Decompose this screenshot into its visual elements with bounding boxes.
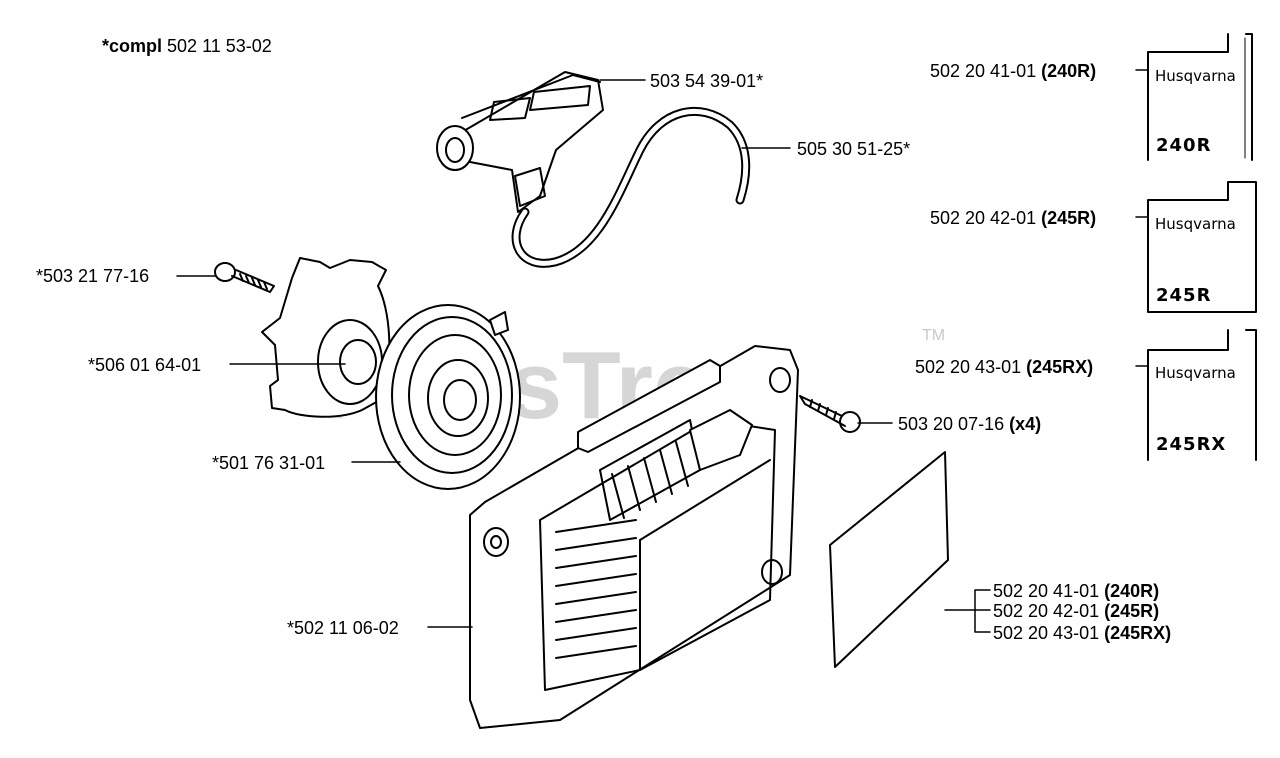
decal-badge-3: 245RX (1156, 434, 1227, 455)
filter-model-2: (245R) (1104, 601, 1160, 621)
decal-brand-3: Husqvarna (1155, 364, 1236, 382)
decal-part-1: 502 20 41-01 (930, 61, 1037, 81)
compl-label: *compl 502 11 53-02 (102, 36, 272, 56)
filter-part-2: 502 20 42-01 (993, 601, 1100, 621)
decal-model-2: (245R) (1041, 208, 1097, 228)
compl-number: 502 11 53-02 (167, 36, 272, 56)
bolt-number: 503 20 07-16 (898, 414, 1005, 434)
callout-bolt: 503 20 07-16 (x4) (898, 414, 1041, 434)
housing-bolt (799, 395, 861, 433)
screw-part (214, 262, 275, 293)
filter-model-3: (245RX) (1104, 623, 1172, 643)
pulley-part (261, 257, 391, 418)
starter-housing (469, 345, 799, 729)
decal-brand-1: Husqvarna (1155, 67, 1236, 85)
filter-part-3: 502 20 43-01 (993, 623, 1100, 643)
callout-spring: *501 76 31-01 (212, 453, 326, 473)
filter-part-1: 502 20 41-01 (993, 581, 1100, 601)
bolt-qty: (x4) (1009, 414, 1042, 434)
decal-part-2: 502 20 42-01 (930, 208, 1037, 228)
filter-sheet (829, 451, 949, 668)
decal-model-3: (245RX) (1026, 357, 1094, 377)
decal-brand-2: Husqvarna (1155, 215, 1236, 233)
callout-housing: *502 11 06-02 (287, 618, 399, 638)
decal-card-245r (1147, 181, 1257, 313)
callout-handle: 503 54 39-01* (650, 71, 764, 91)
watermark-tm: TM (922, 327, 945, 344)
callout-pulley: *506 01 64-01 (88, 355, 202, 375)
compl-prefix: *compl (102, 36, 163, 56)
callout-rope: 505 30 51-25* (797, 139, 911, 159)
decal-badge-1: 240R (1156, 135, 1212, 156)
decal-label-3: 502 20 43-01 (245RX) (915, 357, 1093, 377)
filter-label-2: 502 20 42-01 (245R) (993, 601, 1159, 621)
callout-screw: *503 21 77-16 (36, 266, 150, 286)
decal-model-1: (240R) (1041, 61, 1097, 81)
starter-handle (436, 71, 604, 213)
decal-card-240r (1147, 33, 1253, 161)
decal-label-1: 502 20 41-01 (240R) (930, 61, 1096, 81)
filter-model-1: (240R) (1104, 581, 1160, 601)
decal-label-2: 502 20 42-01 (245R) (930, 208, 1096, 228)
filter-label-1: 502 20 41-01 (240R) (993, 581, 1159, 601)
spring-cassette (375, 304, 521, 490)
decal-card-245rx (1147, 329, 1257, 461)
decal-badge-2: 245R (1156, 285, 1212, 306)
decal-part-3: 502 20 43-01 (915, 357, 1022, 377)
filter-label-3: 502 20 43-01 (245RX) (993, 623, 1171, 643)
